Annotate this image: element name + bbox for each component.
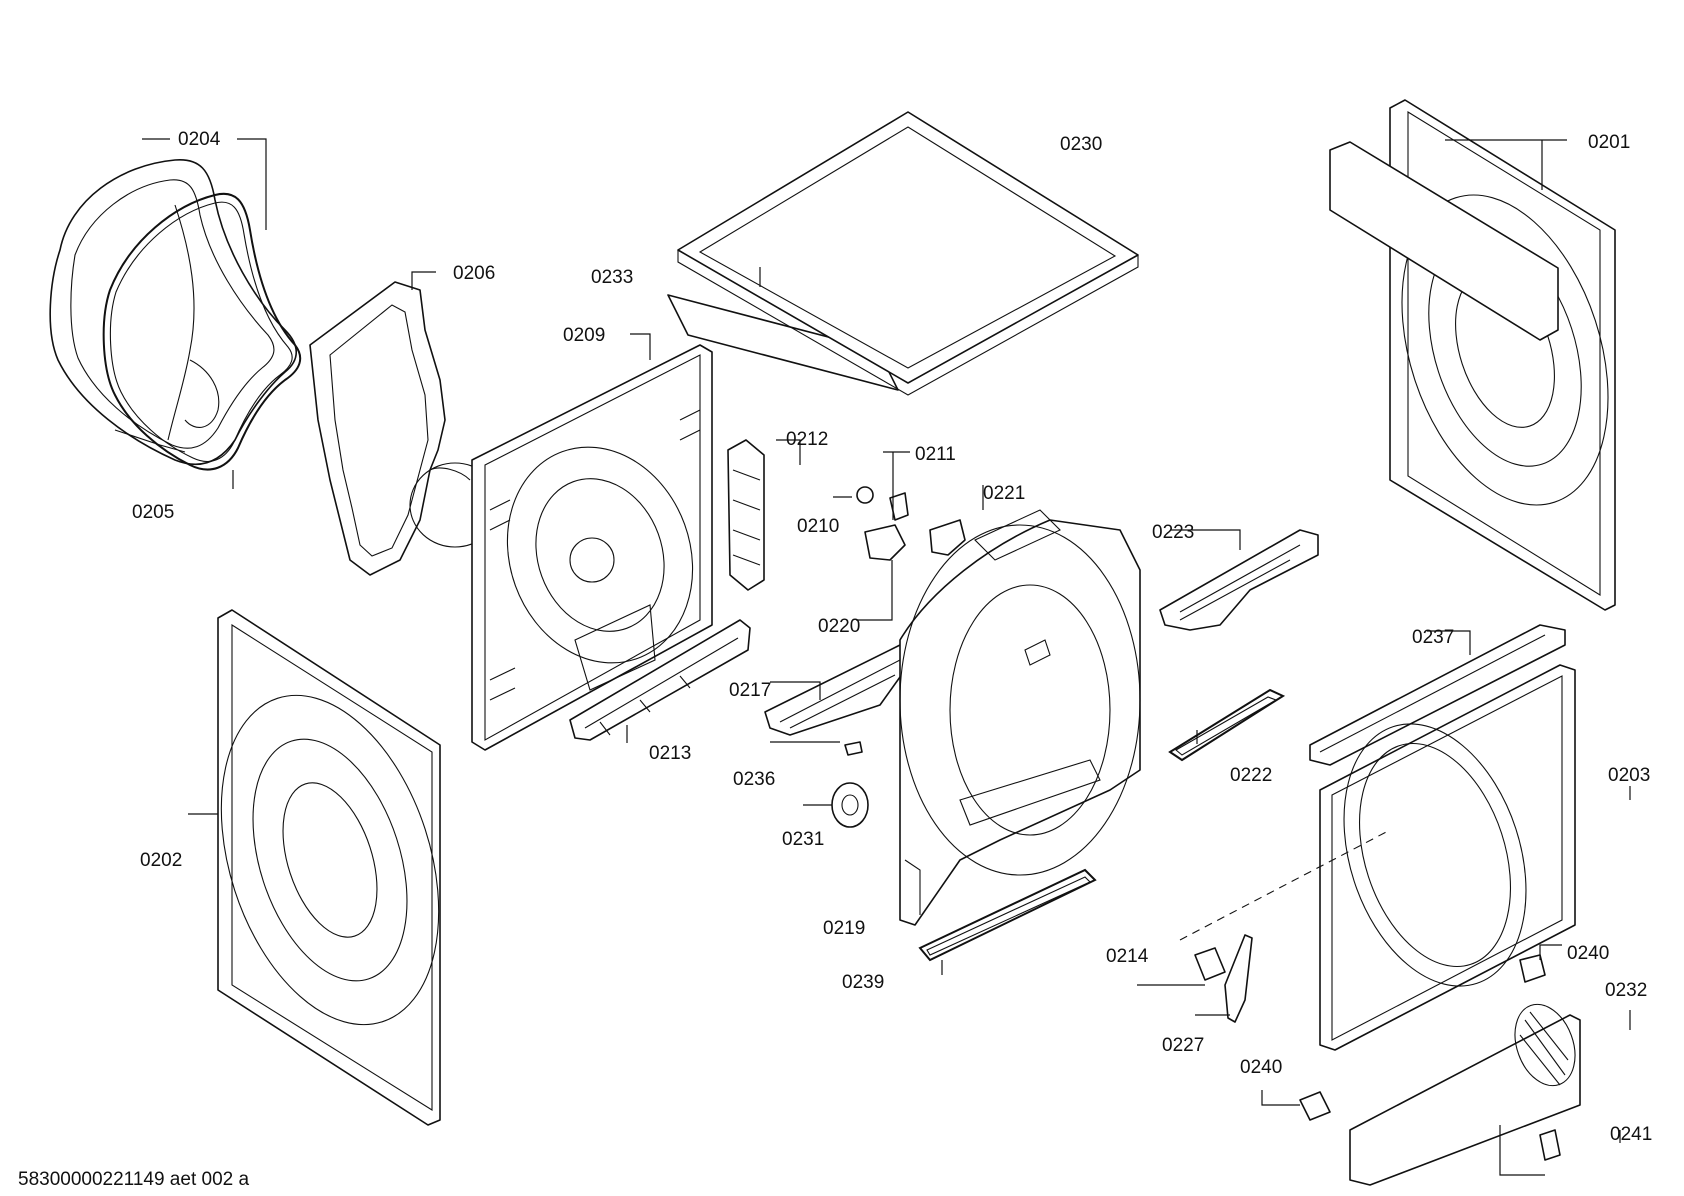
leader-lines xyxy=(142,138,1631,1176)
label-0236: 0236 xyxy=(733,769,775,790)
label-0201: 0201 xyxy=(1588,132,1630,153)
label-0220: 0220 xyxy=(818,616,860,637)
label-0210: 0210 xyxy=(797,516,839,537)
part-front-top-rail xyxy=(1309,624,1566,766)
label-0212: 0212 xyxy=(786,429,828,450)
label-0206: 0206 xyxy=(453,263,495,284)
drawing-id-footer: 58300000221149 aet 002 a xyxy=(18,1169,249,1190)
part-control-cover xyxy=(1299,954,1581,1186)
part-sensor-and-pulley xyxy=(831,741,869,828)
label-0204: 0204 xyxy=(178,129,221,150)
part-door-lock xyxy=(1179,829,1391,1023)
label-0205: 0205 xyxy=(132,502,174,523)
part-right-side-panel xyxy=(1329,99,1616,611)
label-0237: 0237 xyxy=(1412,627,1454,648)
part-rectangular-gasket-lower xyxy=(918,868,1097,962)
label-0213: 0213 xyxy=(649,743,691,764)
part-front-bearing-shield xyxy=(899,509,1141,926)
label-0233: 0233 xyxy=(591,267,633,288)
label-0227: 0227 xyxy=(1162,1035,1204,1056)
part-left-side-panel xyxy=(217,609,441,1126)
label-0231: 0231 xyxy=(782,829,824,850)
label-0232: 0232 xyxy=(1605,980,1647,1001)
label-0240-lower: 0240 xyxy=(1240,1057,1282,1078)
label-0240-upper: 0240 xyxy=(1567,943,1609,964)
part-rectangular-gasket-upper xyxy=(1168,688,1286,762)
label-0230: 0230 xyxy=(1060,134,1102,155)
label-0203: 0203 xyxy=(1608,765,1650,786)
label-0239: 0239 xyxy=(842,972,884,993)
part-small-components xyxy=(856,486,966,561)
label-0222: 0222 xyxy=(1230,765,1272,786)
part-top-cover xyxy=(667,111,1139,396)
part-door-seal-ring xyxy=(102,192,302,471)
part-rear-panel xyxy=(471,344,713,751)
label-0219: 0219 xyxy=(823,918,865,939)
part-lower-support-bracket xyxy=(569,619,751,741)
label-0214: 0214 xyxy=(1106,946,1149,967)
label-0209: 0209 xyxy=(563,325,605,346)
part-labels: 0201 0202 0203 0204 0205 0206 0209 0210 … xyxy=(132,129,1652,1145)
label-0221: 0221 xyxy=(983,483,1025,504)
label-0211: 0211 xyxy=(915,444,956,465)
label-0202: 0202 xyxy=(140,850,182,871)
label-0217: 0217 xyxy=(729,680,771,701)
part-front-panel xyxy=(1319,664,1576,1051)
part-vertical-bracket xyxy=(727,439,765,591)
label-0241: 0241 xyxy=(1610,1124,1652,1145)
part-door-seal-outer xyxy=(49,159,298,465)
label-0223: 0223 xyxy=(1152,522,1194,543)
part-filter-housing xyxy=(1159,529,1319,631)
part-inner-door-frame xyxy=(309,281,501,576)
